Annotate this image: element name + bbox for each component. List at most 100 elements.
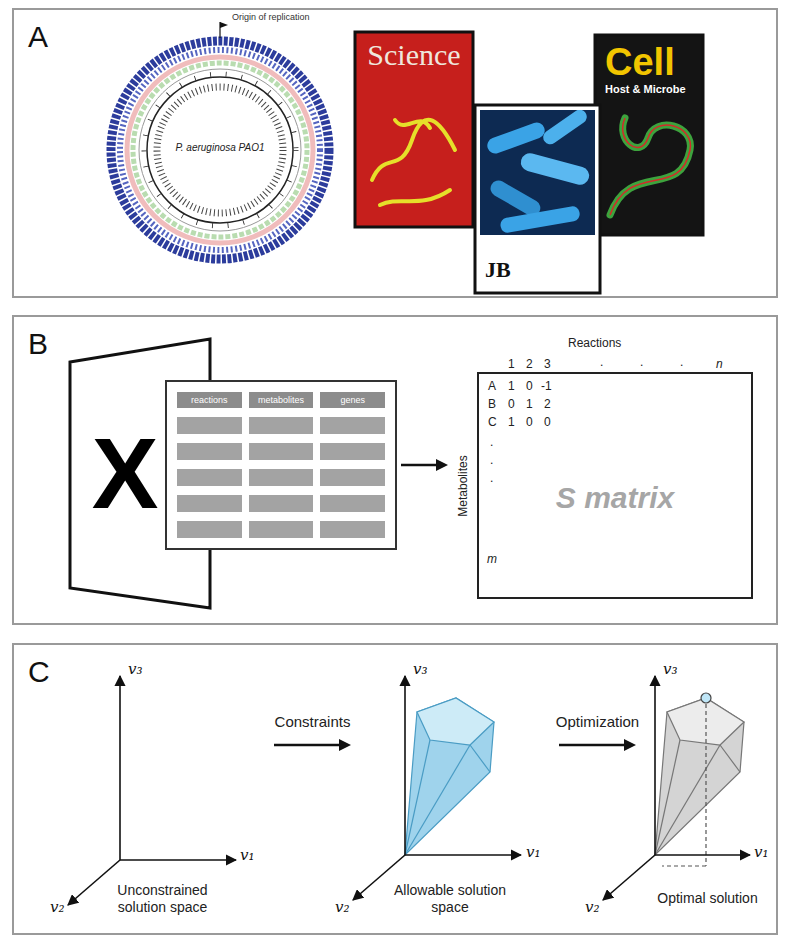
cell-cover-part	[610, 118, 690, 215]
allowable-polytope-part	[470, 745, 490, 772]
column-number: 2	[526, 357, 533, 371]
optimal-polytope-part	[705, 704, 706, 866]
row-label: m	[487, 552, 497, 566]
optimal-polytope-part	[655, 740, 680, 855]
matrix-entry: 0	[526, 379, 533, 393]
genome-rings-part	[144, 74, 296, 226]
bacteria-picture-part	[519, 151, 591, 187]
matrix-entry: 1	[508, 379, 515, 393]
table-row-bar	[320, 521, 385, 538]
axis-label: v₁	[240, 846, 255, 864]
genome-rings-part	[147, 77, 293, 223]
optimal-polytope-part	[662, 865, 706, 866]
table-row-bar	[320, 495, 385, 512]
bacteria-picture-part	[485, 120, 547, 156]
axes	[68, 676, 236, 905]
matrix-entry: -1	[541, 379, 552, 393]
table-row-bar	[249, 417, 314, 434]
bacteria-picture-part	[499, 205, 580, 234]
panel-letter: B	[28, 327, 48, 361]
column-header: metabolites	[249, 392, 314, 408]
genome-rings-part	[111, 41, 329, 259]
table-row-bar	[177, 495, 242, 512]
bacteria-picture-part	[488, 178, 544, 219]
optimal-polytope-part	[655, 698, 744, 855]
genome-rings-part	[120, 50, 320, 250]
table-row-bar	[177, 521, 242, 538]
flow-arrow	[401, 459, 448, 471]
table-row-bar	[320, 443, 385, 460]
matrix-entry: 1	[508, 415, 515, 429]
table-row-bar	[249, 443, 314, 460]
axis-title: Reactions	[568, 336, 621, 350]
genome-rings-part	[139, 69, 301, 231]
axes-part	[405, 854, 521, 856]
row-label: A	[488, 379, 496, 393]
solution-space-plot: Unconstrained solution space	[40, 660, 270, 925]
column-number: 1	[508, 357, 515, 371]
optimal-polytope-part	[701, 693, 711, 703]
arrow-head	[339, 739, 351, 751]
axes	[353, 676, 521, 900]
genome-title: P. aeruginosa PAO1	[160, 142, 280, 153]
table-row-bar	[249, 495, 314, 512]
table-row-bar	[177, 443, 242, 460]
journal-cover: Science	[355, 32, 473, 227]
arrow-head	[436, 459, 448, 471]
bacteria-picture	[485, 110, 591, 234]
spreadsheet-table: reactionsmetabolitesgenes	[165, 380, 397, 550]
ellipsis-dot: .	[680, 355, 683, 369]
table-row-bar	[320, 417, 385, 434]
optimal-polytope	[655, 693, 744, 866]
allowable-polytope	[405, 698, 494, 855]
matrix-entry: 1	[526, 397, 533, 411]
jb-cover-part	[475, 105, 600, 293]
panel-letter: A	[28, 20, 48, 54]
panel: A P. aeruginosa PAO1 Science CellHost & Mic…	[12, 8, 778, 298]
panel-letter: C	[28, 655, 50, 689]
table-row-bar	[249, 469, 314, 486]
axis-label: v₁	[754, 843, 769, 861]
axes-part	[120, 859, 236, 861]
matrix-entry: 0	[526, 415, 533, 429]
panel: BXreactionsmetabolitesgenesS matrix	[12, 315, 778, 625]
column-header: genes	[320, 392, 385, 408]
axes	[603, 676, 750, 900]
journal-title: Science	[355, 32, 473, 72]
genome-rings-part	[220, 22, 228, 28]
allowable-polytope-part	[405, 740, 430, 855]
column-number: n	[716, 357, 723, 371]
optimal-polytope-part	[720, 745, 740, 772]
allowable-polytope-part	[417, 698, 494, 745]
axes-part	[119, 676, 121, 860]
row-label: B	[488, 397, 496, 411]
matrix-entry: 0	[544, 415, 551, 429]
allowable-polytope-part	[405, 745, 470, 855]
arrow-label: Constraints	[273, 713, 353, 730]
ellipsis-dot: .	[490, 435, 493, 449]
axes-part	[655, 854, 750, 856]
table-row-bar	[177, 469, 242, 486]
matrix-entry: 2	[544, 397, 551, 411]
axes-part	[603, 855, 655, 900]
science-cover-part	[355, 32, 473, 227]
genome-rings-part	[133, 63, 307, 237]
genome-rings	[111, 22, 329, 259]
stoichiometric-matrix: S matrix	[452, 335, 752, 598]
plot-caption: Allowable solution space	[390, 882, 510, 916]
axes-part	[654, 676, 656, 855]
allowable-polytope-part	[405, 698, 494, 855]
journal-cover: CellHost & Microbe	[595, 35, 703, 235]
ellipsis-dot: .	[600, 355, 603, 369]
cell-cover-part	[610, 118, 690, 215]
genome-rings-part	[157, 87, 283, 213]
science-cover-part	[372, 120, 455, 205]
matrix-entry: 0	[508, 397, 515, 411]
axes-part	[404, 676, 406, 855]
optimal-polytope-part	[655, 745, 720, 855]
ellipsis-dot: .	[490, 471, 493, 485]
axis-label: v₂	[335, 898, 350, 916]
ellipsis-dot: .	[490, 453, 493, 467]
arrow-label: Optimization	[554, 713, 641, 730]
arrow-shaft	[401, 464, 436, 467]
